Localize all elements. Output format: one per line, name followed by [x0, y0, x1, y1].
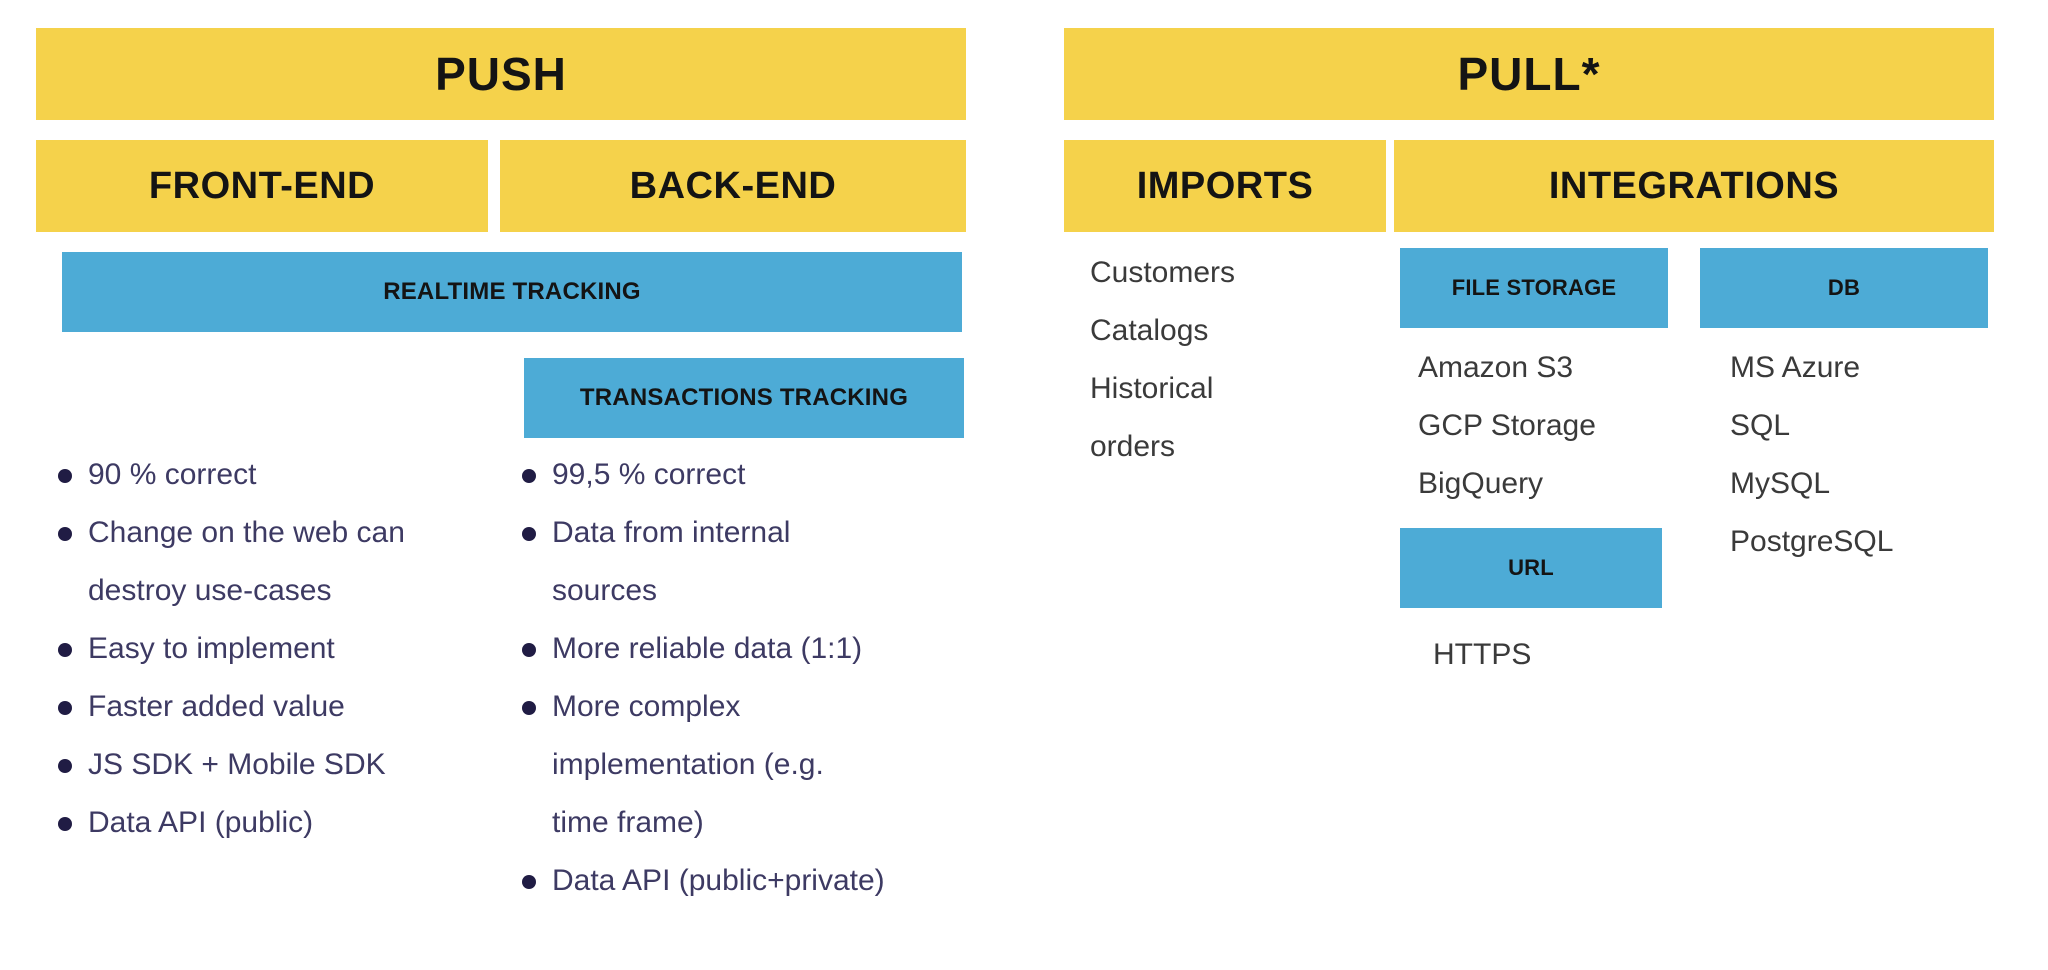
db-list: MS Azure SQL MySQL PostgreSQL — [1730, 339, 2000, 571]
list-item: BigQuery — [1418, 467, 1544, 500]
back-end-bullet-list: 99,5 % correct Data from internal source… — [520, 446, 960, 910]
list-item: PostgreSQL — [1730, 525, 1894, 558]
bullet-item: Faster added value — [56, 678, 480, 736]
transactions-tracking-band: TRANSACTIONS TRACKING — [524, 358, 964, 438]
bullet-text: 99,5 % correct — [552, 458, 746, 491]
file-storage-band: FILE STORAGE — [1400, 248, 1668, 328]
url-band: URL — [1400, 528, 1662, 608]
bullet-text: More complex implementation (e.g. time f… — [552, 690, 824, 839]
bullet-item: Data API (public+private) — [520, 852, 960, 910]
integrations-band: INTEGRATIONS — [1394, 140, 1994, 232]
list-item: GCP Storage — [1418, 409, 1596, 442]
list-item: Historical orders — [1090, 372, 1214, 463]
bullet-text: Change on the web can destroy use-cases — [88, 516, 405, 607]
bullet-item: 99,5 % correct — [520, 446, 960, 504]
imports-list: Customers Catalogs Historical orders — [1090, 244, 1390, 476]
bullet-item: Change on the web can destroy use-cases — [56, 504, 480, 620]
file-storage-list: Amazon S3 GCP Storage BigQuery — [1418, 339, 1688, 513]
imports-band: IMPORTS — [1064, 140, 1386, 232]
bullet-item: Data API (public) — [56, 794, 480, 852]
list-item: HTTPS — [1433, 638, 1532, 671]
front-end-bullet-list: 90 % correct Change on the web can destr… — [56, 446, 480, 852]
bullet-text: JS SDK + Mobile SDK — [88, 748, 386, 781]
front-end-band: FRONT-END — [36, 140, 488, 232]
back-end-band: BACK-END — [500, 140, 966, 232]
db-band: DB — [1700, 248, 1988, 328]
list-item: MySQL — [1730, 467, 1831, 500]
bullet-text: 90 % correct — [88, 458, 257, 491]
url-list: HTTPS — [1433, 626, 1693, 684]
bullet-item: 90 % correct — [56, 446, 480, 504]
bullet-text: Data from internal sources — [552, 516, 791, 607]
bullet-item: Data from internal sources — [520, 504, 960, 620]
bullet-text: Easy to implement — [88, 632, 335, 665]
pull-title-band: PULL* — [1064, 28, 1994, 120]
bullet-text: Data API (public) — [88, 806, 314, 839]
bullet-item: Easy to implement — [56, 620, 480, 678]
bullet-text: More reliable data (1:1) — [552, 632, 863, 665]
list-item: Customers — [1090, 256, 1236, 289]
bullet-item: More reliable data (1:1) — [520, 620, 960, 678]
bullet-text: Data API (public+private) — [552, 864, 885, 897]
list-item: MS Azure SQL — [1730, 351, 1861, 442]
list-item: Catalogs — [1090, 314, 1209, 347]
bullet-item: More complex implementation (e.g. time f… — [520, 678, 960, 852]
bullet-text: Faster added value — [88, 690, 345, 723]
list-item: Amazon S3 — [1418, 351, 1574, 384]
bullet-item: JS SDK + Mobile SDK — [56, 736, 480, 794]
push-title-band: PUSH — [36, 28, 966, 120]
realtime-tracking-band: REALTIME TRACKING — [62, 252, 962, 332]
